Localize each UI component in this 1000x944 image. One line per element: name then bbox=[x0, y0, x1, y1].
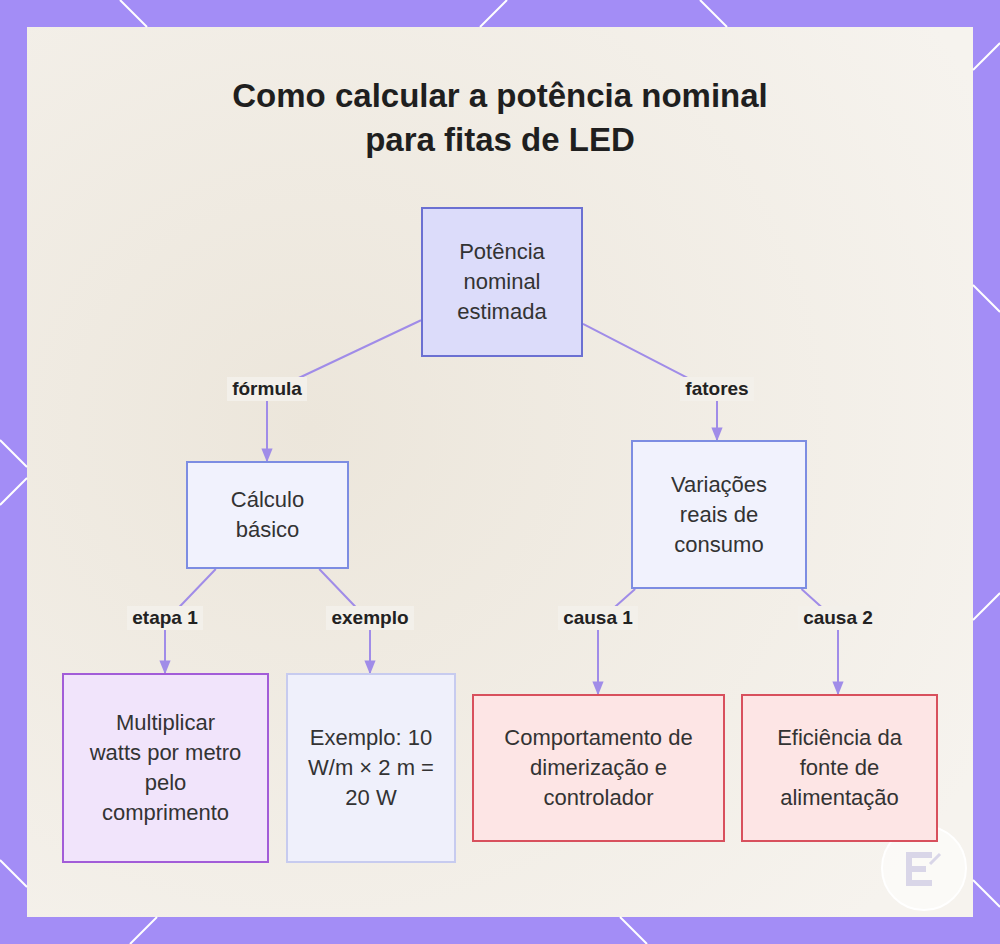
branch-box: Variações reais de consumo bbox=[631, 440, 807, 589]
node-text: Exemplo: 10 W/m × 2 m = 20 W bbox=[304, 723, 438, 813]
connector-arrow bbox=[801, 589, 838, 694]
node-text: Multiplicar watts por metro pelo comprim… bbox=[88, 708, 243, 828]
cause-box: Comportamento de dimerização e controlad… bbox=[472, 694, 725, 842]
edge-label: fatores bbox=[680, 377, 753, 401]
edge-label: exemplo bbox=[326, 606, 413, 630]
node-text: Potência nominal estimada bbox=[435, 237, 569, 327]
node-text: Cálculo básico bbox=[200, 485, 335, 545]
inner-panel bbox=[27, 27, 973, 917]
example-box: Exemplo: 10 W/m × 2 m = 20 W bbox=[286, 673, 456, 863]
edge-label: fórmula bbox=[227, 377, 307, 401]
edge-label: etapa 1 bbox=[127, 606, 202, 630]
edge-label: causa 2 bbox=[798, 606, 878, 630]
node-text: Variações reais de consumo bbox=[647, 470, 791, 560]
root-box: Potência nominal estimada bbox=[421, 207, 583, 357]
step-box: Multiplicar watts por metro pelo comprim… bbox=[62, 673, 269, 863]
node-text: Eficiência da fonte de alimentação bbox=[765, 723, 914, 813]
node-text: Comportamento de dimerização e controlad… bbox=[490, 723, 707, 813]
diagram-title: Como calcular a potência nominal para fi… bbox=[195, 74, 805, 162]
branch-box: Cálculo básico bbox=[186, 461, 349, 569]
connector-arrow bbox=[598, 589, 635, 694]
cause-box: Eficiência da fonte de alimentação bbox=[741, 694, 938, 842]
edge-label: causa 1 bbox=[558, 606, 638, 630]
